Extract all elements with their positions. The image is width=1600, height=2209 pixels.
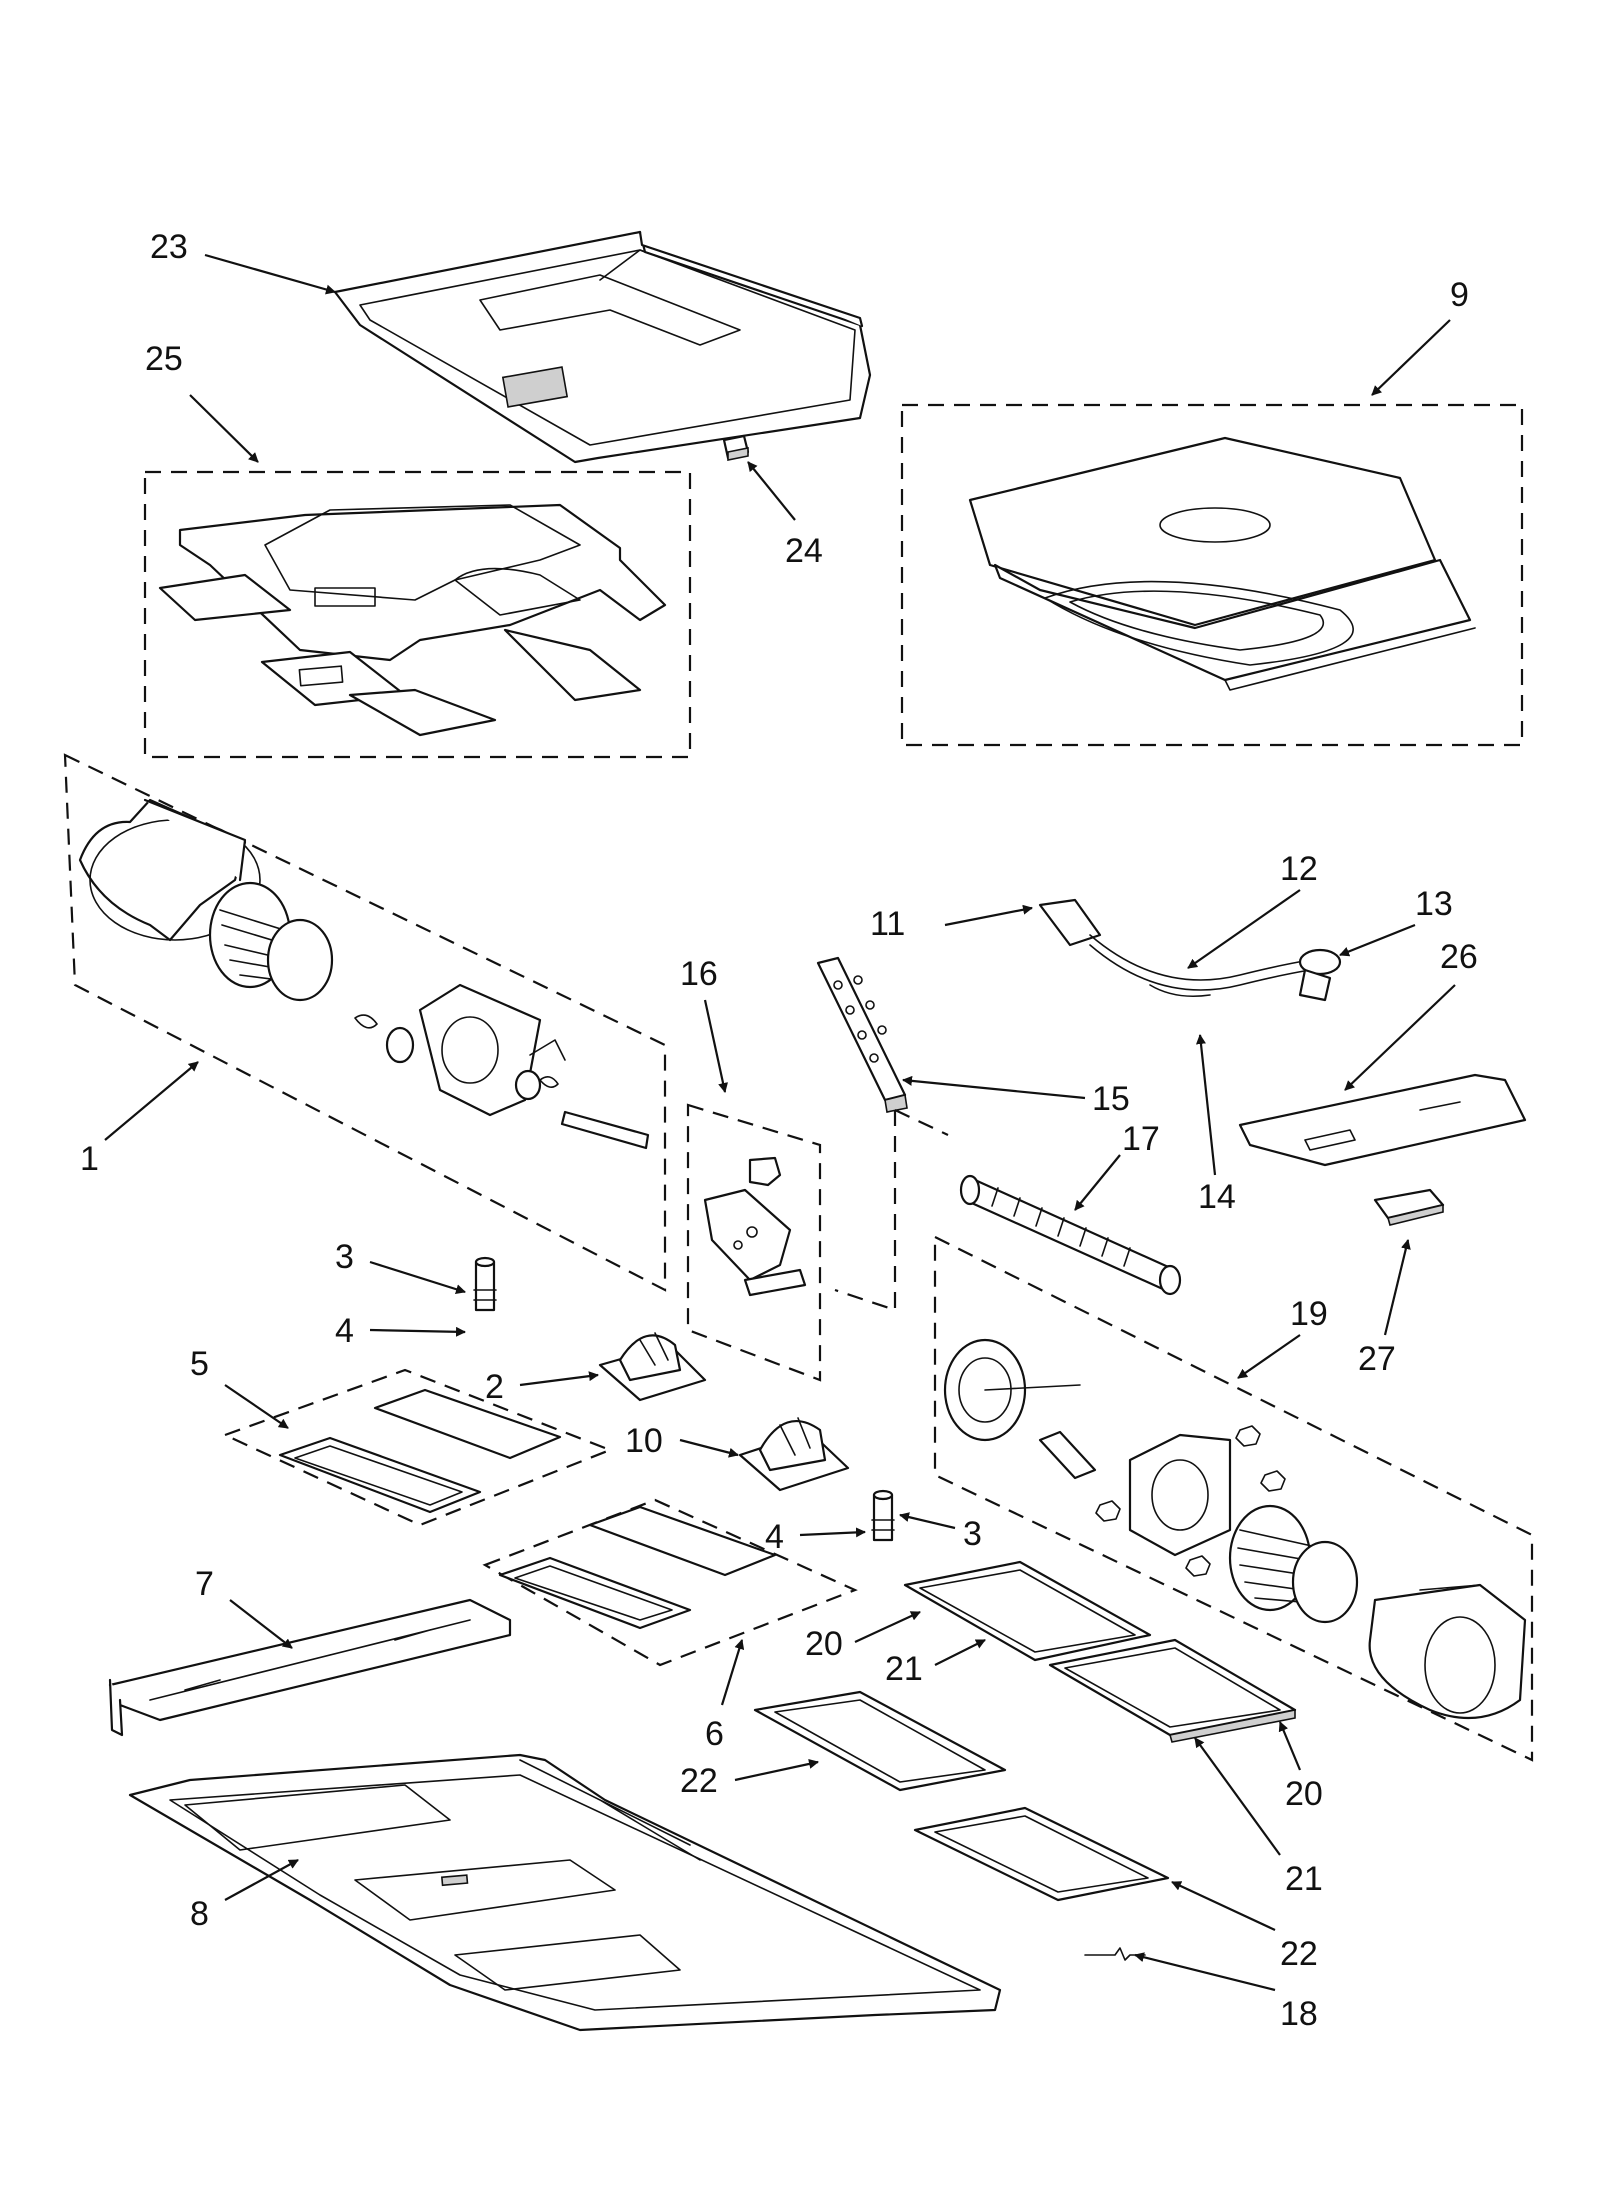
callout-16: 16 bbox=[680, 955, 718, 993]
part-15-filter-panel bbox=[816, 956, 908, 1113]
part-16-bracket bbox=[703, 1156, 807, 1297]
callout-17: 17 bbox=[1122, 1120, 1160, 1158]
callout-13: 13 bbox=[1415, 885, 1453, 923]
part-7-channel bbox=[108, 1598, 512, 1737]
part-20-21-filter-lower bbox=[1048, 1638, 1297, 1743]
part-3-4-terminal-left bbox=[473, 1256, 497, 1312]
part-1-blower-assembly bbox=[78, 798, 650, 1150]
part-26-bracket bbox=[1238, 1073, 1527, 1167]
callout-2: 2 bbox=[485, 1368, 504, 1406]
part-5-lens bbox=[278, 1388, 562, 1514]
group-19-box bbox=[933, 1235, 1534, 1762]
part-17-heater bbox=[959, 1174, 1182, 1296]
part-20-21-filter-upper bbox=[903, 1560, 1152, 1662]
callout-23: 23 bbox=[150, 228, 188, 266]
callout-4-upper: 4 bbox=[335, 1312, 354, 1350]
part-9-cover-plate bbox=[968, 436, 1476, 691]
part-8-bottom-pan bbox=[128, 1753, 1002, 2032]
part-3-4-terminal-right bbox=[871, 1489, 895, 1542]
group-25-box bbox=[143, 470, 692, 759]
part-23-top-plate bbox=[333, 230, 872, 464]
callout-8: 8 bbox=[190, 1895, 209, 1933]
part-22-frame-lower bbox=[913, 1806, 1170, 1902]
callout-14: 14 bbox=[1198, 1178, 1236, 1216]
part-2-lamp-housing bbox=[598, 1332, 707, 1402]
callout-10: 10 bbox=[625, 1422, 663, 1460]
callout-7: 7 bbox=[195, 1565, 214, 1603]
callout-27: 27 bbox=[1358, 1340, 1396, 1378]
part-10-lamp-housing bbox=[738, 1417, 850, 1492]
callout-20-upper: 20 bbox=[805, 1625, 843, 1663]
callout-22-upper: 22 bbox=[680, 1762, 718, 1800]
group-5-box bbox=[222, 1368, 614, 1527]
callout-26: 26 bbox=[1440, 938, 1478, 976]
group-16-box bbox=[686, 1103, 822, 1382]
connector-dash bbox=[834, 1109, 949, 1312]
callout-5: 5 bbox=[190, 1345, 209, 1383]
part-6-lens bbox=[498, 1505, 777, 1630]
callout-24: 24 bbox=[785, 532, 823, 570]
part-18-screw bbox=[1084, 1947, 1146, 1961]
callout-12: 12 bbox=[1280, 850, 1318, 888]
callout-3-upper: 3 bbox=[335, 1238, 354, 1276]
callout-22-lower: 22 bbox=[1280, 1935, 1318, 1973]
part-19-motor-blower bbox=[943, 1338, 1527, 1720]
callout-19: 19 bbox=[1290, 1295, 1328, 1333]
part-11-14-harness bbox=[1038, 898, 1342, 1002]
group-1-box bbox=[63, 753, 667, 1292]
callout-4-lower: 4 bbox=[765, 1518, 784, 1556]
callout-9: 9 bbox=[1450, 276, 1469, 314]
callout-3-lower: 3 bbox=[963, 1515, 982, 1553]
callout-15: 15 bbox=[1092, 1080, 1130, 1118]
leader-lines bbox=[104, 253, 1456, 1992]
callout-11: 11 bbox=[870, 905, 905, 943]
callout-18: 18 bbox=[1280, 1995, 1318, 2033]
callout-20-lower: 20 bbox=[1285, 1775, 1323, 1813]
part-22-frame-upper bbox=[753, 1690, 1007, 1792]
callout-1: 1 bbox=[80, 1140, 99, 1178]
callout-25: 25 bbox=[145, 340, 183, 378]
group-6-box bbox=[482, 1498, 858, 1667]
callout-21-upper: 21 bbox=[885, 1650, 923, 1688]
group-9-box bbox=[900, 403, 1524, 747]
blower-wheel-left bbox=[208, 881, 334, 1002]
callout-6: 6 bbox=[705, 1715, 724, 1753]
callout-labels: 23 25 24 9 1 16 11 12 13 26 15 14 17 27 … bbox=[80, 228, 1478, 2033]
part-25-gasket-plate bbox=[158, 503, 667, 737]
part-24-clip bbox=[722, 434, 750, 461]
callout-21-lower: 21 bbox=[1285, 1860, 1323, 1898]
part-27-clip bbox=[1373, 1188, 1445, 1226]
